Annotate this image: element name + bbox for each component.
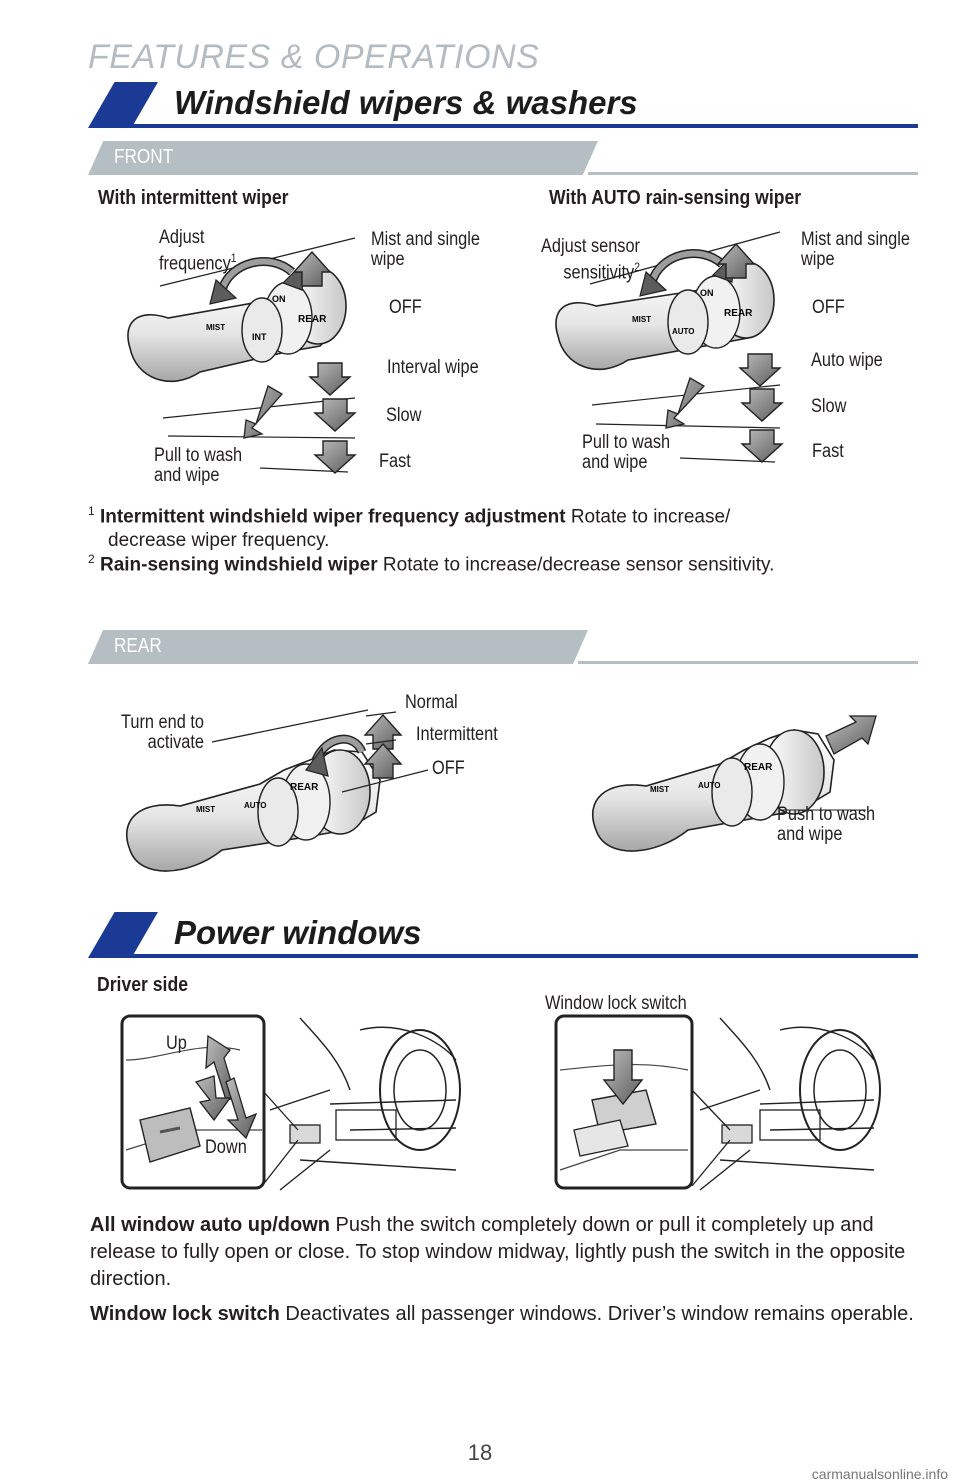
stalk-label-auto: AUTO (698, 781, 721, 790)
auto-stalk: MIST AUTO ON REAR (555, 231, 783, 463)
normal-label: Normal (405, 692, 458, 713)
front-line (588, 172, 918, 175)
page-number: 18 (467, 1440, 493, 1465)
section-rule (128, 954, 918, 958)
stalk-label-on: ON (700, 288, 714, 298)
up-label: Up (166, 1033, 187, 1054)
rear-rotate-stalk: MIST AUTO REAR (125, 709, 429, 872)
slow-label: Slow (811, 396, 847, 417)
watermark: carmanualsonline.info (811, 1466, 948, 1482)
rear-label: REAR (114, 635, 162, 657)
off-label: OFF (812, 297, 845, 318)
footnote-2: 2 Rain-sensing windshield wiper Rotate t… (88, 552, 775, 576)
rear-off-label: OFF (432, 758, 465, 779)
windows-section-bar: Power windows (88, 912, 918, 958)
wipers-title: Windshield wipers & washers (174, 84, 638, 121)
intermittent-title: With intermittent wiper (98, 187, 289, 209)
stalk-label-rear: REAR (744, 762, 773, 773)
fast-label: Fast (812, 441, 844, 462)
section-rule (128, 124, 918, 128)
stalk-label-mist: MIST (650, 785, 669, 794)
lock-switch-illustration (554, 1014, 881, 1196)
driver-side-illustration (120, 1014, 461, 1196)
footnote-ref-2: 2 (634, 260, 640, 274)
footnote-ref-1: 1 (230, 251, 237, 265)
auto-wipe-label: Auto wipe (811, 350, 883, 371)
intermittent-stalk: MIST INT ON REAR (127, 237, 356, 474)
slow-label: Slow (386, 405, 422, 426)
front-label: FRONT (114, 146, 174, 168)
footnote-1: 1 Intermittent windshield wiper frequenc… (88, 504, 731, 552)
front-bar: FRONT (88, 141, 918, 175)
intermittent-label: Intermittent (416, 724, 498, 745)
stalk-label-rear: REAR (298, 314, 327, 325)
rear-bar: REAR (88, 630, 918, 664)
windows-title: Power windows (174, 914, 422, 951)
stalk-label-auto: AUTO (672, 327, 695, 336)
adjust-sensitivity-label: Adjust sensor sensitivity2 (541, 236, 641, 284)
stalk-label-rear: REAR (724, 308, 753, 319)
interval-wipe-label: Interval wipe (387, 357, 479, 378)
stalk-label-auto: AUTO (244, 801, 267, 810)
lock-switch-paragraph: Window lock switch Deactivates all passe… (90, 1303, 914, 1325)
rear-line (578, 661, 918, 664)
rear-push-stalk: MIST AUTO REAR (591, 715, 877, 852)
front-band (88, 141, 598, 175)
rear-band (88, 630, 588, 664)
stalk-label-rear: REAR (290, 782, 319, 793)
stalk-label-mist: MIST (632, 315, 651, 324)
stalk-label-mist: MIST (196, 805, 215, 814)
wipers-section-bar: Windshield wipers & washers (88, 82, 918, 128)
auto-up-down-paragraph: All window auto up/down Push the switch … (90, 1214, 906, 1290)
off-label: OFF (389, 297, 422, 318)
down-label: Down (205, 1137, 247, 1158)
stalk-label-int: INT (252, 332, 267, 342)
stalk-label-on: ON (272, 294, 286, 304)
stalk-label-mist: MIST (206, 323, 225, 332)
section-wedge (88, 912, 158, 958)
auto-title: With AUTO rain-sensing wiper (549, 187, 802, 209)
adjust-frequency-label: Adjust frequency1 (159, 227, 237, 275)
fast-label: Fast (379, 451, 411, 472)
driver-side-title: Driver side (97, 974, 188, 996)
page-header: FEATURES & OPERATIONS (88, 38, 540, 76)
window-lock-switch-label: Window lock switch (545, 993, 687, 1014)
